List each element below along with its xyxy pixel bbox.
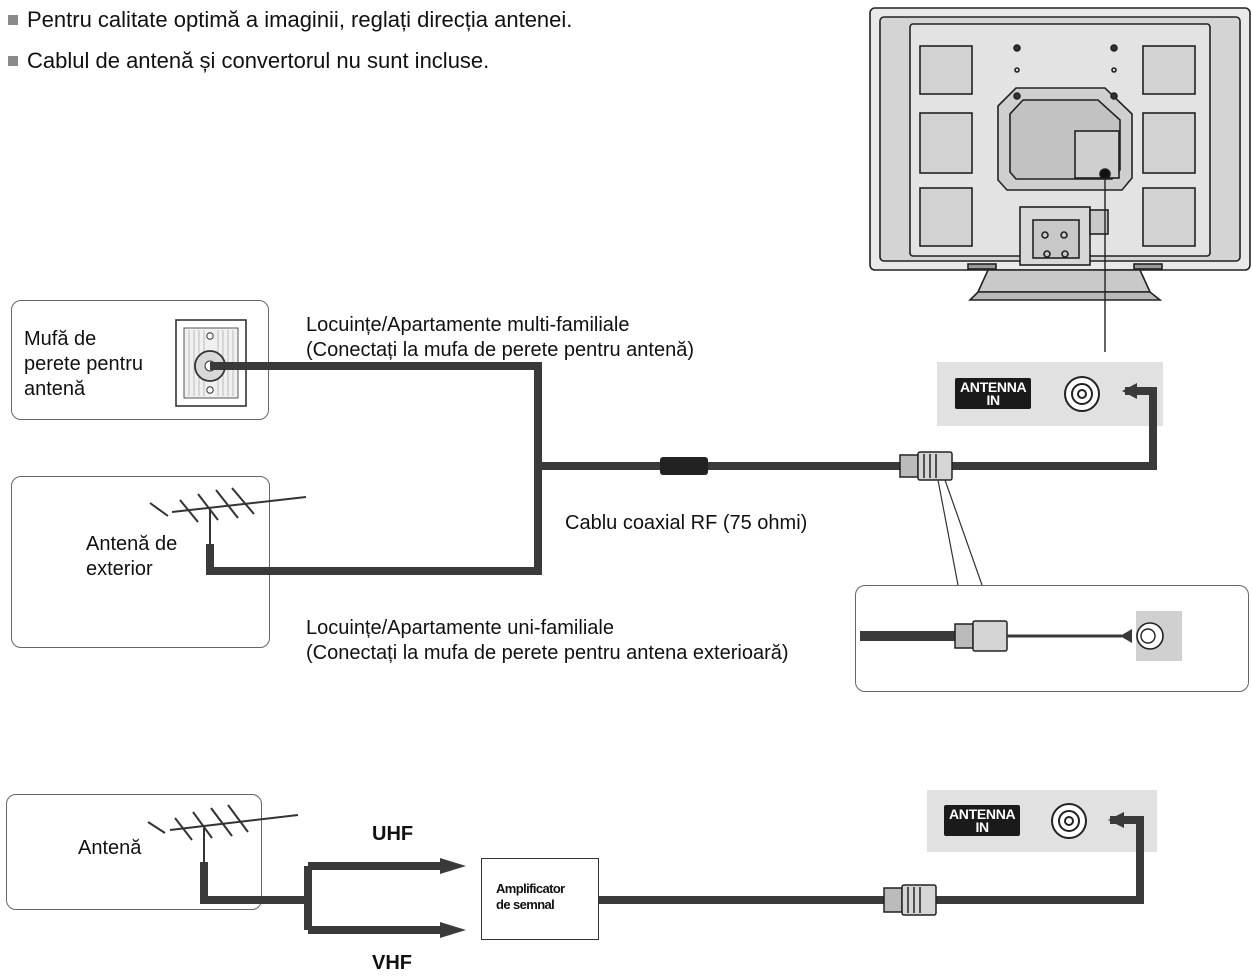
coax-cable-top [206,362,1157,575]
ferrite-bead-icon [660,457,708,475]
antenna-in-badge: ANTENNA IN [944,805,1021,836]
zoom-line [937,479,959,586]
bullet-icon [8,15,18,25]
bullet-icon [8,56,18,66]
tv-rear-icon [869,7,1251,301]
note-item-2: Cablul de antenă și convertorul nu sunt … [8,48,489,74]
wall-socket-label: Mufă de perete pentru antenă [24,328,143,400]
cable-label: Cablu coaxial RF (75 ohmi) [565,512,808,534]
note-item-1: Pentru calitate optimă a imaginii, regla… [8,7,572,33]
arrow-icon [1108,812,1124,828]
antenna-icon [147,804,299,862]
note-text-1: Pentru calitate optimă a imaginii, regla… [27,7,573,32]
zoom-line [944,479,983,586]
antenna-label: Antenă [78,837,142,859]
uhf-label: UHF [372,823,414,845]
antenna-jack-icon [1064,376,1100,412]
antenna-jack-icon [1051,803,1087,839]
note-text-2: Cablul de antenă și convertorul nu sunt … [27,48,490,73]
single-family-label: Locuințe/Apartamente uni-familiale (Cone… [306,617,789,664]
connector-detail-icon [860,611,1182,661]
antenna-box [6,794,262,910]
uhf-arrow-icon [440,858,466,874]
coax-cable-bottom [200,816,1144,934]
multi-family-label: Locuințe/Apartamente multi-familiale (Co… [306,314,695,361]
antenna-in-badge: ANTENNA IN [955,378,1032,409]
outdoor-antenna-label: Antenă de exterior [86,533,178,580]
signal-amplifier-box: Amplificator de semnal [481,858,599,940]
coax-plug-icon [883,884,937,916]
vhf-label: VHF [372,952,412,974]
arrow-icon [1122,383,1137,399]
vhf-arrow-icon [440,922,466,938]
coax-plug-icon [899,451,953,481]
outdoor-antenna-icon [149,487,307,545]
